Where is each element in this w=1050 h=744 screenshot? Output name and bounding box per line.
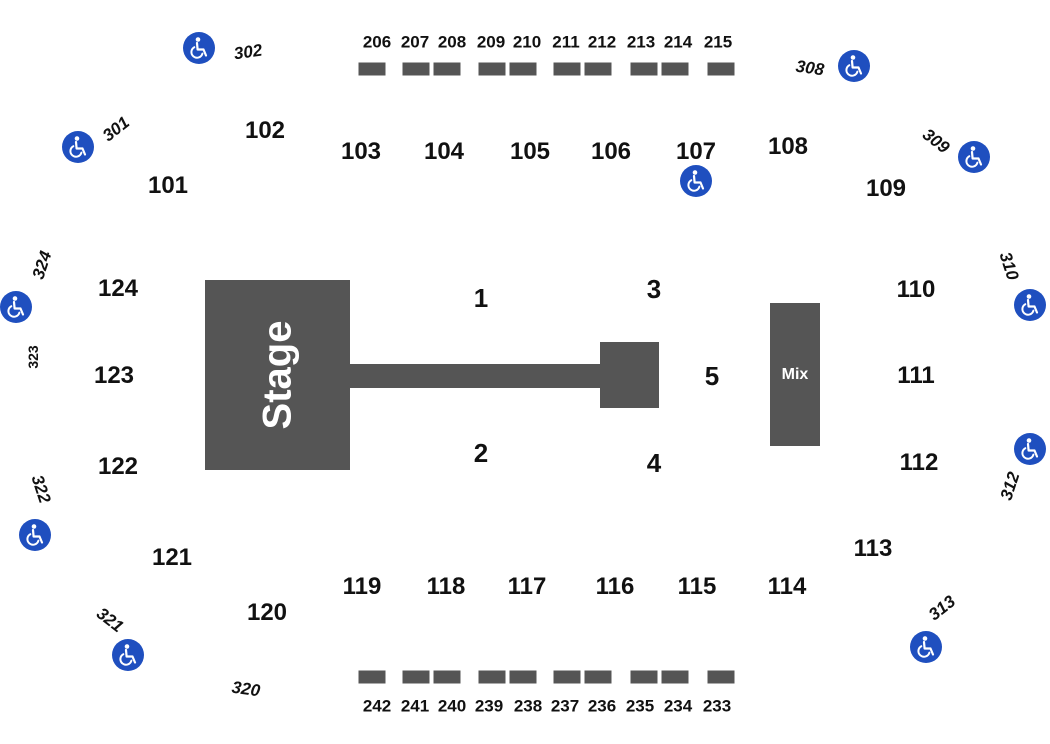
box-215[interactable] — [707, 62, 735, 76]
box-213[interactable] — [630, 62, 658, 76]
section-213[interactable]: 213 — [626, 32, 656, 52]
box-210[interactable] — [509, 62, 537, 76]
section-309[interactable]: 309 — [918, 124, 954, 158]
section-302[interactable]: 302 — [232, 40, 264, 64]
section-207[interactable]: 207 — [400, 32, 430, 52]
stage-label: Stage — [255, 320, 299, 430]
section-106[interactable]: 106 — [590, 138, 632, 165]
section-240[interactable]: 240 — [437, 696, 467, 716]
section-214[interactable]: 214 — [663, 32, 693, 52]
box-214[interactable] — [661, 62, 689, 76]
mix-position: Mix — [770, 303, 820, 446]
box-242[interactable] — [358, 670, 386, 684]
section-5[interactable]: 5 — [704, 361, 720, 391]
box-235[interactable] — [630, 670, 658, 684]
wheelchair-icon[interactable] — [958, 141, 990, 173]
section-3[interactable]: 3 — [646, 274, 662, 304]
section-310[interactable]: 310 — [995, 249, 1023, 283]
section-113[interactable]: 113 — [853, 535, 893, 562]
section-122[interactable]: 122 — [97, 453, 139, 480]
wheelchair-icon[interactable] — [910, 631, 942, 663]
section-105[interactable]: 105 — [509, 138, 551, 165]
stage-pod — [600, 342, 659, 408]
section-209[interactable]: 209 — [476, 32, 506, 52]
wheelchair-icon[interactable] — [112, 639, 144, 671]
section-215[interactable]: 215 — [703, 32, 733, 52]
box-239[interactable] — [478, 670, 506, 684]
stage: Stage — [205, 280, 350, 470]
wheelchair-icon[interactable] — [62, 131, 94, 163]
box-206[interactable] — [358, 62, 386, 76]
section-111[interactable]: 111 — [897, 362, 935, 389]
section-4[interactable]: 4 — [646, 448, 662, 478]
section-114[interactable]: 114 — [767, 573, 807, 600]
section-313[interactable]: 313 — [924, 591, 960, 625]
section-211[interactable]: 211 — [552, 32, 580, 52]
section-320[interactable]: 320 — [230, 677, 262, 701]
box-209[interactable] — [478, 62, 506, 76]
section-107[interactable]: 107 — [675, 138, 717, 165]
section-112[interactable]: 112 — [899, 449, 939, 476]
section-210[interactable]: 210 — [512, 32, 542, 52]
section-321[interactable]: 321 — [92, 603, 128, 637]
section-116[interactable]: 116 — [595, 573, 635, 600]
box-207[interactable] — [402, 62, 430, 76]
section-104[interactable]: 104 — [423, 138, 465, 165]
section-239[interactable]: 239 — [474, 696, 504, 716]
box-234[interactable] — [661, 670, 689, 684]
section-234[interactable]: 234 — [663, 696, 693, 716]
box-238[interactable] — [509, 670, 537, 684]
section-236[interactable]: 236 — [587, 696, 617, 716]
box-208[interactable] — [433, 62, 461, 76]
section-308[interactable]: 308 — [794, 56, 826, 80]
section-115[interactable]: 115 — [677, 573, 717, 600]
box-233[interactable] — [707, 670, 735, 684]
section-117[interactable]: 117 — [507, 573, 547, 600]
section-323[interactable]: 323 — [25, 345, 41, 369]
section-235[interactable]: 235 — [625, 696, 655, 716]
section-108[interactable]: 108 — [767, 133, 809, 160]
section-312[interactable]: 312 — [996, 469, 1024, 503]
section-208[interactable]: 208 — [437, 32, 467, 52]
stage-runway — [350, 364, 602, 388]
wheelchair-icon[interactable] — [1014, 289, 1046, 321]
section-101[interactable]: 101 — [147, 172, 189, 199]
section-124[interactable]: 124 — [97, 275, 139, 302]
section-2[interactable]: 2 — [473, 438, 489, 468]
section-233[interactable]: 233 — [702, 696, 732, 716]
wheelchair-icon[interactable] — [19, 519, 51, 551]
wheelchair-icon[interactable] — [1014, 433, 1046, 465]
section-241[interactable]: 241 — [400, 696, 430, 716]
box-237[interactable] — [553, 670, 581, 684]
section-301[interactable]: 301 — [98, 112, 134, 146]
box-240[interactable] — [433, 670, 461, 684]
section-237[interactable]: 237 — [550, 696, 580, 716]
box-212[interactable] — [584, 62, 612, 76]
section-103[interactable]: 103 — [340, 138, 382, 165]
section-238[interactable]: 238 — [513, 696, 543, 716]
section-120[interactable]: 120 — [246, 599, 288, 626]
section-121[interactable]: 121 — [151, 544, 193, 571]
section-110[interactable]: 110 — [896, 276, 936, 303]
box-241[interactable] — [402, 670, 430, 684]
wheelchair-icon[interactable] — [680, 165, 712, 197]
section-118[interactable]: 118 — [426, 573, 466, 600]
box-236[interactable] — [584, 670, 612, 684]
section-109[interactable]: 109 — [865, 175, 907, 202]
section-206[interactable]: 206 — [362, 32, 392, 52]
box-211[interactable] — [553, 62, 581, 76]
wheelchair-icon[interactable] — [183, 32, 215, 64]
mix-label: Mix — [781, 365, 809, 383]
section-119[interactable]: 119 — [342, 573, 382, 600]
section-242[interactable]: 242 — [362, 696, 392, 716]
section-212[interactable]: 212 — [587, 32, 617, 52]
section-324[interactable]: 324 — [28, 248, 56, 282]
section-102[interactable]: 102 — [244, 117, 286, 144]
wheelchair-icon[interactable] — [0, 291, 32, 323]
section-1[interactable]: 1 — [473, 283, 489, 313]
wheelchair-icon[interactable] — [838, 50, 870, 82]
section-322[interactable]: 322 — [27, 472, 55, 506]
section-123[interactable]: 123 — [93, 362, 135, 389]
